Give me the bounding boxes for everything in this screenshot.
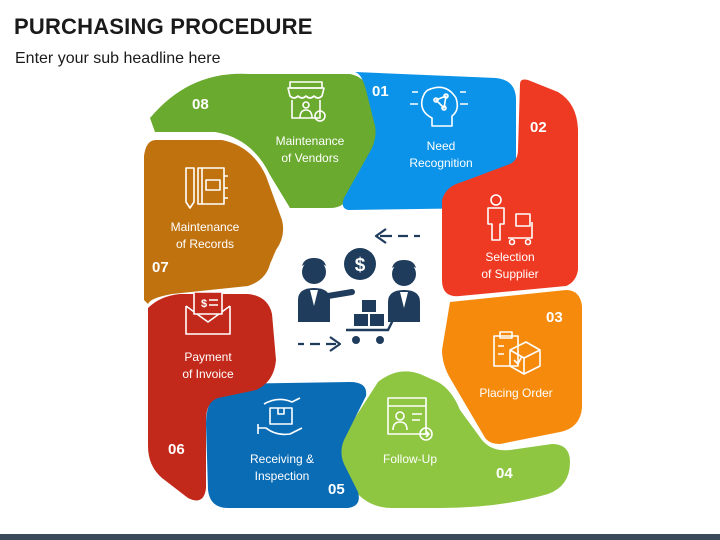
bottom-bar bbox=[0, 534, 720, 540]
step-04-follow-up: 04 Follow-Up bbox=[337, 371, 570, 508]
step-number: 01 bbox=[372, 83, 389, 100]
step-number: 03 bbox=[546, 309, 563, 326]
invoice-envelope-icon: $ bbox=[185, 291, 231, 335]
step-label-line1: Selection bbox=[485, 250, 534, 264]
step-05-receiving: 05 Receiving & Inspection bbox=[206, 382, 367, 508]
page-subtitle: Enter your sub headline here bbox=[15, 50, 221, 67]
step-label-line2: of Invoice bbox=[182, 367, 234, 381]
segment-shape bbox=[342, 72, 516, 210]
supplier-cart-icon bbox=[487, 194, 533, 246]
segment-shape bbox=[144, 140, 284, 304]
segment-shape bbox=[150, 73, 382, 208]
step-label-line2: of Supplier bbox=[481, 267, 538, 281]
vendor-shop-icon bbox=[287, 81, 326, 122]
svg-text:$: $ bbox=[201, 298, 207, 310]
step-label-line2: of Vendors bbox=[281, 151, 338, 165]
step-number: 05 bbox=[328, 481, 345, 498]
step-number: 04 bbox=[496, 465, 513, 482]
step-label-line1: Maintenance bbox=[276, 134, 345, 148]
step-number: 06 bbox=[168, 441, 185, 458]
clipboard-box-icon bbox=[493, 331, 541, 375]
dollar-coin-icon: $ bbox=[344, 248, 376, 280]
svg-text:$: $ bbox=[355, 255, 366, 276]
page-title: PURCHASING PROCEDURE bbox=[14, 14, 313, 39]
segment-shape bbox=[206, 382, 367, 508]
segment-shape bbox=[148, 294, 276, 501]
step-label-line1: Payment bbox=[184, 350, 232, 364]
segment-shape bbox=[442, 79, 578, 297]
step-label-line2: Inspection bbox=[255, 469, 310, 483]
step-06-payment: 06 Payment of Invoice $ bbox=[148, 291, 276, 501]
step-number: 07 bbox=[152, 259, 169, 276]
step-label-line1: Need bbox=[427, 139, 456, 153]
step-label-line1: Receiving & bbox=[250, 452, 314, 466]
seller-person-icon bbox=[388, 260, 420, 322]
buyer-person-icon bbox=[298, 258, 355, 322]
step-label-line1: Placing Order bbox=[479, 386, 552, 400]
step-label-line2: of Records bbox=[176, 237, 234, 251]
step-label-line2: Recognition bbox=[409, 156, 472, 170]
step-number: 02 bbox=[530, 119, 547, 136]
step-label-line1: Follow-Up bbox=[383, 452, 437, 466]
arrow-right-icon bbox=[298, 336, 342, 352]
records-book-icon bbox=[185, 167, 228, 209]
buyer-seller-exchange-icon: $ bbox=[298, 228, 420, 352]
hand-box-icon bbox=[257, 397, 303, 436]
brain-head-icon bbox=[410, 86, 468, 127]
step-number: 08 bbox=[192, 96, 209, 113]
step-label-line1: Maintenance bbox=[171, 220, 240, 234]
step-08-vendors: 08 Maintenance of Vendors bbox=[150, 73, 382, 208]
arrow-left-icon bbox=[374, 228, 420, 244]
boxes-trolley-icon bbox=[346, 300, 396, 344]
step-02-selection: 02 Selection of Supplier bbox=[442, 79, 578, 297]
user-document-icon bbox=[387, 397, 433, 441]
step-03-placing-order: 03 Placing Order bbox=[442, 290, 582, 444]
step-07-records: 07 Maintenance of Records bbox=[144, 140, 284, 304]
step-01-need-recognition: 01 Need Recognition bbox=[342, 72, 516, 210]
